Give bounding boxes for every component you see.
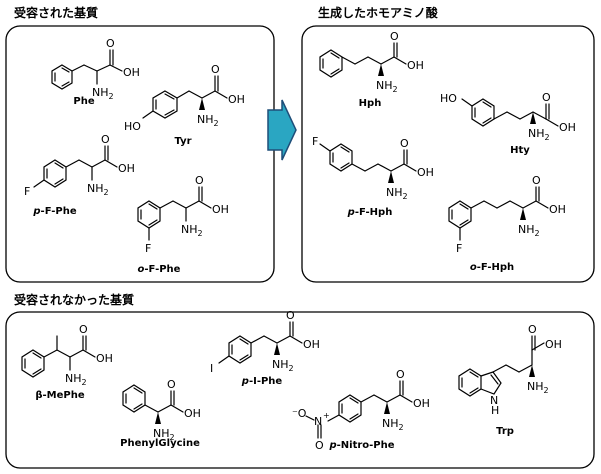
atom-nh2: NH2: [272, 358, 294, 373]
label-beta-mephe: β-MePhe: [35, 390, 84, 401]
atom-oh: OH: [212, 203, 229, 216]
label-tyr: Tyr: [174, 136, 191, 147]
atom-o-minus: ⁻O: [292, 407, 307, 420]
atom-o: O: [195, 174, 204, 187]
atom-oh: OH: [559, 121, 576, 134]
atom-o: O: [101, 133, 110, 146]
atom-nh2: NH2: [65, 372, 87, 387]
structure-p-f-hph: O OH NH2 F: [312, 135, 434, 201]
label-o-f-phe: o-F-Phe: [138, 264, 181, 275]
atom-nh2: NH2: [518, 223, 540, 238]
atom-oh: OH: [184, 407, 201, 420]
atom-i: I: [210, 362, 213, 375]
atom-f: F: [312, 135, 318, 148]
atom-o: O: [400, 137, 409, 150]
structure-o-f-phe: O OH NH2 F: [137, 174, 229, 255]
title-products: 生成したホモアミノ酸: [318, 5, 439, 20]
atom-nh2: NH2: [528, 127, 550, 142]
atom-nh2: NH2: [527, 380, 549, 395]
atom-nh2: NH2: [382, 417, 404, 432]
atom-oh: OH: [123, 66, 140, 79]
atom-nh2: NH2: [181, 223, 203, 238]
atom-oh: OH: [118, 162, 135, 175]
atom-o: O: [286, 309, 295, 322]
structure-hty: O OH NH2 HO: [440, 91, 576, 142]
atom-ho: HO: [440, 92, 457, 105]
label-o-f-hph: o-F-Hph: [470, 262, 514, 273]
atom-oh: OH: [545, 338, 562, 351]
label-trp: Trp: [496, 426, 514, 437]
atom-nh2: NH2: [153, 427, 175, 442]
atom-o: O: [167, 378, 176, 391]
atom-nh2: NH2: [197, 113, 219, 128]
atom-o: O: [106, 37, 115, 50]
atom-o: O: [315, 439, 324, 452]
atom-oh: OH: [549, 203, 566, 216]
atom-oh: OH: [407, 59, 424, 72]
label-p-nitro-phe: p-Nitro-Phe: [328, 440, 394, 451]
title-not-accepted: 受容されなかった基質: [14, 292, 134, 307]
atom-nh2: NH2: [376, 79, 398, 94]
structure-p-f-phe: O OH NH2 F: [24, 133, 135, 198]
structure-tyr: O OH NH2 HO: [124, 63, 245, 133]
panel-products: [301, 25, 595, 283]
structure-phenylglycine: O OH NH2: [122, 378, 201, 442]
structure-p-i-phe: O OH NH2 I: [210, 309, 320, 375]
atom-o: O: [532, 174, 541, 187]
label-hph: Hph: [359, 98, 382, 109]
atom-f: F: [24, 185, 30, 198]
atom-oh: OH: [417, 166, 434, 179]
panel-not-accepted: [5, 311, 595, 469]
structure-p-nitro-phe: O OH NH2 N + ⁻O O: [292, 368, 430, 452]
label-phe: Phe: [73, 96, 94, 107]
atom-oh: OH: [96, 352, 113, 365]
atom-o: O: [390, 30, 399, 43]
structure-hph: O OH NH2: [319, 30, 424, 94]
atom-nh2: NH2: [92, 86, 114, 101]
atom-f: F: [456, 242, 462, 255]
atom-oh: OH: [228, 93, 245, 106]
structure-beta-mephe: O OH NH2: [21, 323, 113, 387]
label-p-f-hph: p-F-Hph: [347, 207, 393, 218]
atom-f: F: [145, 242, 151, 255]
atom-o: O: [542, 91, 551, 104]
atom-nh2: NH2: [87, 182, 109, 197]
atom-ho: HO: [124, 120, 141, 133]
atom-n: N: [314, 415, 322, 428]
atom-oh: OH: [413, 397, 430, 410]
reaction-arrow: [267, 99, 297, 161]
label-p-f-phe: p-F-Phe: [32, 206, 76, 217]
atom-o: O: [79, 323, 88, 336]
structure-o-f-hph: O OH NH2 F: [448, 174, 566, 255]
atom-o: O: [528, 323, 537, 336]
label-p-i-phe: p-I-Phe: [241, 376, 283, 387]
atom-oh: OH: [303, 338, 320, 351]
atom-h: H: [491, 404, 499, 417]
atom-n: N: [490, 394, 498, 407]
atom-nh2: NH2: [386, 186, 408, 201]
atom-o: O: [396, 368, 405, 381]
panel-accepted: [5, 25, 275, 283]
title-accepted: 受容された基質: [14, 5, 98, 20]
atom-o: O: [211, 63, 220, 76]
label-hty: Hty: [510, 145, 530, 156]
structure-phe: O OH NH2: [51, 37, 140, 101]
charge-plus: +: [323, 411, 330, 420]
label-phenylglycine: PhenylGlycine: [120, 438, 200, 449]
structure-trp: O OH NH2 N H: [458, 323, 562, 417]
